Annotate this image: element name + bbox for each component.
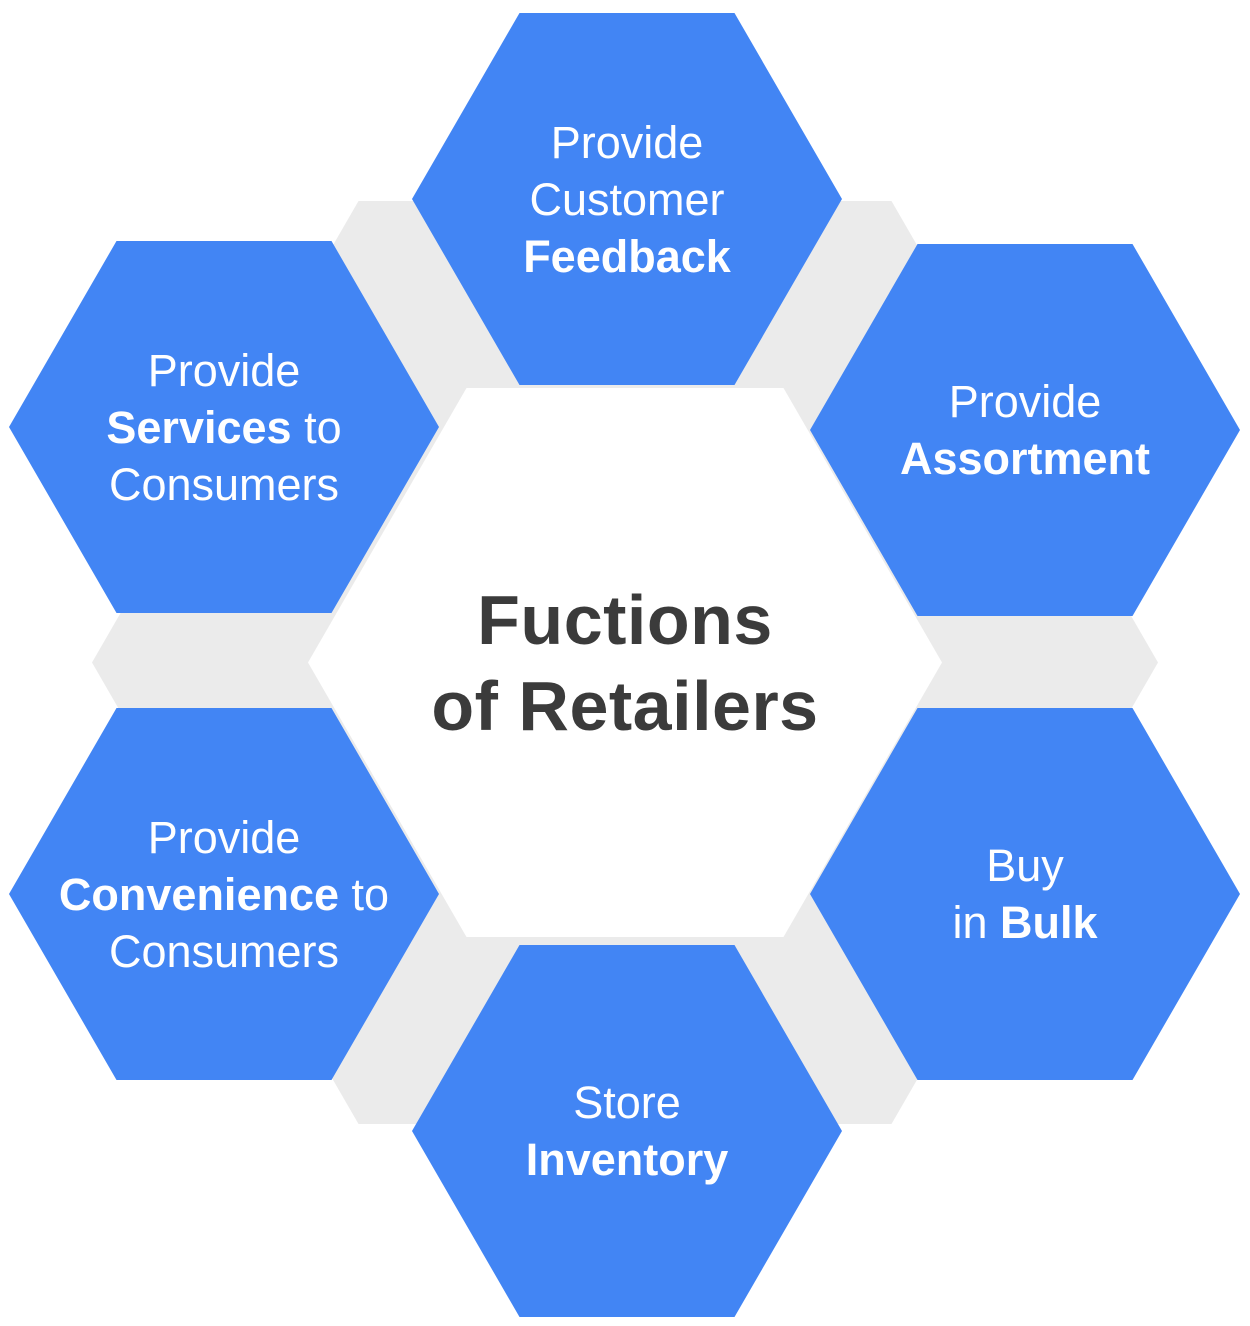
diagram-title-line2: of Retailers: [431, 666, 819, 745]
hexagon-label: Provide Customer Feedback: [523, 114, 731, 285]
label-segment: Bulk: [1000, 897, 1098, 948]
hexagon-label: Store Inventory: [526, 1074, 729, 1188]
label-segment: in: [952, 897, 1000, 948]
label-line: Store: [573, 1077, 681, 1128]
label-line: Consumers: [108, 925, 340, 977]
label-line: Customer: [529, 173, 725, 225]
label-line: Feedback: [523, 230, 731, 282]
diagram-title-line1: Fuctions: [477, 580, 773, 659]
diagram-title: Fuctions of Retailers: [431, 577, 818, 749]
label-line: Provide: [147, 344, 301, 396]
label-line: Convenience to: [59, 866, 389, 923]
label-segment: to: [291, 401, 342, 453]
label-segment: to: [339, 868, 390, 920]
label-segment: Services: [106, 401, 292, 453]
label-line: Provide: [147, 811, 301, 863]
label-line: in Bulk: [952, 894, 1097, 951]
label-line: Services to: [106, 399, 341, 456]
hexagon-label: Provide Assortment: [900, 373, 1150, 487]
hexagon-label: Buy in Bulk: [952, 837, 1097, 951]
label-line: Assortment: [899, 433, 1151, 484]
label-line: Provide: [550, 116, 704, 168]
label-line: Provide: [948, 376, 1102, 427]
label-line: Inventory: [525, 1134, 729, 1185]
label-line: Buy: [986, 840, 1064, 891]
label-line: Consumers: [108, 458, 340, 510]
hexagon-label: Provide Services to Consumers: [106, 342, 341, 513]
label-segment: Convenience: [58, 868, 340, 920]
hexagon-label: Provide Convenience to Consumers: [59, 809, 389, 980]
